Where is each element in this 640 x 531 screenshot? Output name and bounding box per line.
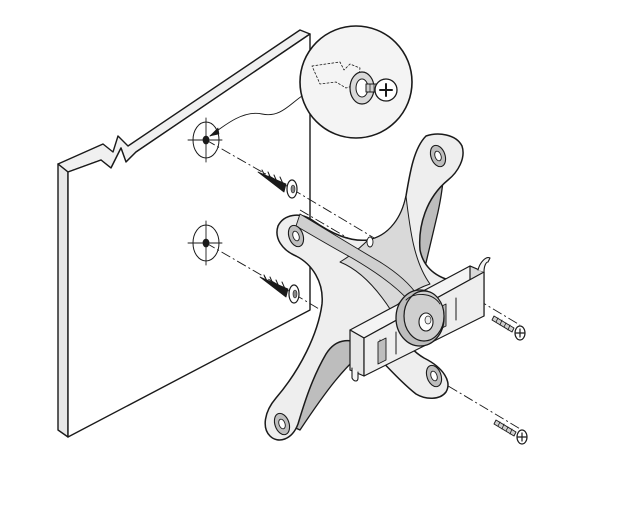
- pivot-hub: [395, 289, 445, 347]
- wall-screw-lower: [259, 274, 300, 304]
- callout-leader-line: [209, 95, 303, 137]
- bracket-hole-right: [425, 364, 443, 388]
- phillips-cross-icon-lower: [517, 432, 527, 442]
- bracket-hole-left: [287, 224, 305, 248]
- screw-detail-callout: [299, 25, 413, 139]
- wall-anchor-mark-lower: [187, 220, 223, 266]
- alignment-line-lower-wall: [205, 242, 295, 295]
- phillips-cross-icon-upper: [515, 328, 525, 338]
- bracket-screw-lower: [493, 419, 528, 445]
- vesa-wall-mount-bracket: [264, 133, 464, 441]
- phillips-cross-icon: [379, 83, 393, 97]
- wall-panel-left-edge: [57, 163, 69, 438]
- alignment-line-upper-wall: [205, 139, 293, 190]
- wall-screw-upper: [257, 169, 298, 199]
- bracket-screw-upper: [491, 315, 526, 341]
- clip-hook-right: [477, 257, 491, 273]
- bracket-hole-bottom: [273, 412, 291, 436]
- leader-arrowhead: [209, 127, 220, 137]
- wall-panel: [57, 29, 311, 438]
- bracket-hole-top: [429, 144, 447, 168]
- clip-hook-left: [351, 367, 359, 382]
- bracket-center-hole: [366, 236, 374, 248]
- wall-panel-face: [67, 33, 311, 438]
